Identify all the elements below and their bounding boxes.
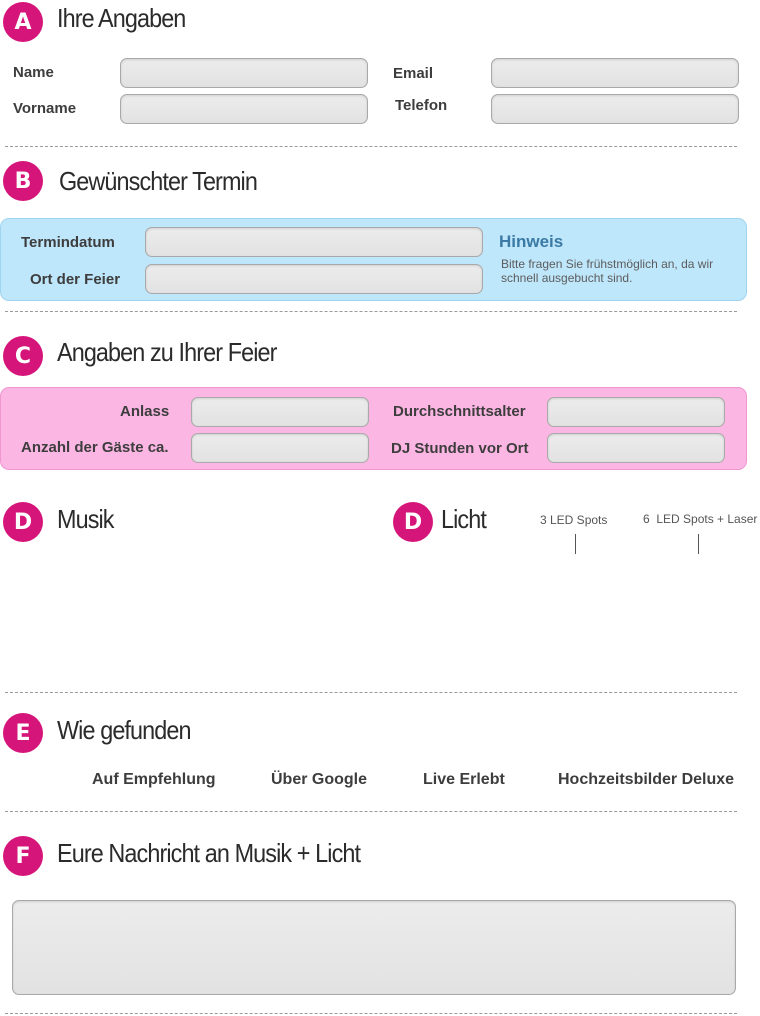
section-d-light-title: Licht [441,504,487,534]
hint-title: Hinweis [499,232,564,251]
section-f-title: Eure Nachricht an Musik + Licht [57,838,361,868]
section-f-badge: F [3,836,43,876]
gefunden-option-live[interactable]: Live Erlebt [423,771,505,788]
anlass-field[interactable] [191,397,369,427]
hint-text: Bitte fragen Sie frühstmöglich an, da wi… [501,257,714,285]
section-c-badge: C [3,336,43,376]
section-c-title: Angaben zu Ihrer Feier [57,337,277,367]
section-a-badge: A [3,2,43,42]
telefon-label: Telefon [395,97,448,114]
section-d-music-badge: D [3,502,43,542]
divider-a [5,146,737,147]
divider-f [5,1013,737,1014]
stunden-label: DJ Stunden vor Ort [391,440,529,457]
anlass-label: Anlass [120,403,170,420]
termindatum-field[interactable] [145,227,483,257]
section-d-music-title: Musik [57,504,115,534]
gefunden-option-hochzeitsbilder[interactable]: Hochzeitsbilder Deluxe [558,771,735,788]
stunden-field[interactable] [547,433,725,463]
licht-option-3-spots[interactable]: 3 LED Spots [540,513,608,527]
telefon-field[interactable] [491,94,739,124]
ort-field[interactable] [145,264,483,294]
divider-e [5,811,737,812]
termindatum-label: Termindatum [21,234,115,251]
section-b-title: Gewünschter Termin [59,166,258,196]
section-e-title: Wie gefunden [57,715,192,745]
gefunden-option-empfehlung[interactable]: Auf Empfehlung [92,771,216,788]
section-a-title: Ihre Angaben [57,3,186,33]
vorname-label: Vorname [13,100,77,117]
alter-field[interactable] [547,397,725,427]
ort-label: Ort der Feier [30,271,121,288]
section-e-badge: E [3,713,43,753]
gefunden-option-google[interactable]: Über Google [271,771,368,788]
gaeste-label: Anzahl der Gäste ca. [21,439,169,456]
nachricht-textarea[interactable] [12,900,736,995]
licht-option-6-spots-laser[interactable]: 6 LED Spots + Laser [643,512,758,526]
gaeste-field[interactable] [191,433,369,463]
vorname-field[interactable] [120,94,368,124]
section-d-light-badge: D [393,502,433,542]
licht-option-3-spots-tick [575,534,576,554]
email-field[interactable] [491,58,739,88]
divider-b [5,311,737,312]
email-label: Email [393,65,434,82]
name-field[interactable] [120,58,368,88]
licht-option-6-spots-laser-tick [698,534,699,554]
section-b-badge: B [3,161,43,201]
name-label: Name [13,64,54,81]
alter-label: Durchschnittsalter [393,403,526,420]
divider-d [5,692,737,693]
